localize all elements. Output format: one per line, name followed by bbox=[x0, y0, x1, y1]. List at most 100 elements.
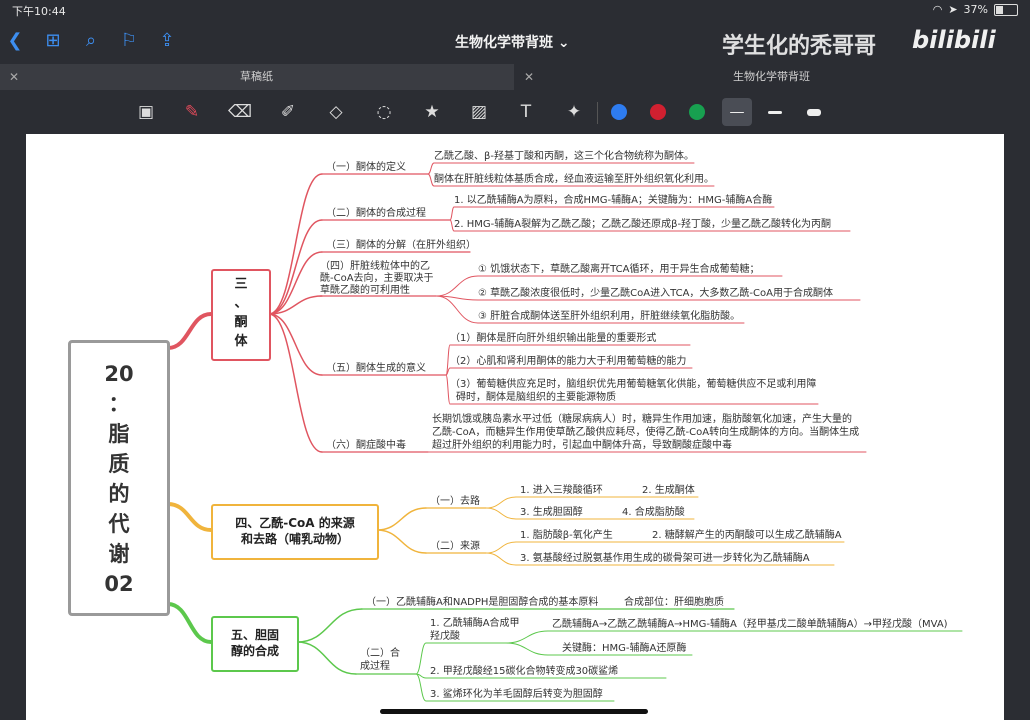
bilibili-logo: bilibili bbox=[912, 26, 996, 54]
status-bar: 下午10:44 ◠ ➤ 37% bbox=[0, 0, 1030, 20]
cholesterol-step2: 2. 甲羟戊酸经15碳化合物转变成30碳鲨烯 bbox=[430, 666, 619, 677]
laser-pointer-icon[interactable]: ✦ bbox=[566, 102, 582, 122]
section-title-line: 醇的合成 bbox=[230, 644, 279, 658]
stroke-thick[interactable] bbox=[799, 98, 829, 126]
pen-icon[interactable]: ✎ bbox=[184, 102, 200, 122]
section-title-line: 和去路（哺乳动物） bbox=[240, 532, 349, 546]
item-branch bbox=[485, 507, 517, 520]
text-icon[interactable]: T bbox=[520, 102, 532, 122]
root-branch bbox=[166, 312, 213, 350]
battery-icon bbox=[994, 3, 1018, 16]
document-title[interactable]: 生物化学带背班 ⌄ bbox=[455, 35, 570, 51]
acetyl-coa-fate-item: 1. 进入三羧酸循环 bbox=[520, 485, 603, 496]
close-tab-icon[interactable]: ✕ bbox=[524, 70, 535, 84]
section-acetyl-coa-node: 四、乙酰-CoA 的来源 和去路（哺乳动物） bbox=[211, 504, 379, 560]
acetyl-coa-fate-item: 2. 生成酮体 bbox=[642, 485, 695, 496]
eraser-icon[interactable]: ⌫ bbox=[228, 102, 253, 122]
item-branch bbox=[445, 344, 451, 376]
stroke-thin[interactable] bbox=[722, 98, 752, 126]
cholesterol-step1-detail: 乙酰辅酶A→乙酰乙酰辅酶A→HMG-辅酶A（羟甲基戊二酸单酰辅酶A）→甲羟戊酸（… bbox=[552, 619, 948, 630]
item-branch bbox=[485, 552, 517, 566]
item-branch bbox=[445, 374, 451, 405]
step-line: 1. 乙酰辅酶A合成甲 bbox=[430, 618, 520, 629]
root-char: 质 bbox=[108, 452, 130, 476]
item-branch bbox=[485, 496, 517, 509]
lasso-icon[interactable]: ◌ bbox=[376, 102, 392, 122]
tab-bar: ✕ 草稿纸 ✕ 生物化学带背班 bbox=[0, 64, 1030, 90]
ketone-significance-item: （3）葡萄糖供应充足时，脑组织优先用葡萄糖氧化供能，葡萄糖供应不足或利用障 碍时… bbox=[450, 378, 816, 404]
item-branch bbox=[427, 173, 435, 187]
root-char: 20 bbox=[104, 362, 134, 386]
cholesterol-process-label: （二）合 成过程 bbox=[360, 647, 400, 673]
color-red[interactable] bbox=[650, 104, 666, 120]
item-branch bbox=[505, 642, 549, 656]
liver-acetyl-coa-label: （四）肝脏线粒体中的乙 酰-CoA去向，主要取决于 草酰乙酸的可利用性 bbox=[320, 261, 434, 297]
sticker-icon[interactable]: ★ bbox=[424, 102, 440, 122]
acetyl-coa-source-item: 2. 糖酵解产生的丙酮酸可以生成乙酰辅酶A bbox=[652, 530, 842, 541]
text-line: 长期饥饿或胰岛素水平过低（糖尿病病人）时，糖异生作用加速，脂肪酸氧化加速，产生大… bbox=[432, 414, 852, 425]
color-blue[interactable] bbox=[611, 104, 627, 120]
item-branch bbox=[449, 206, 455, 221]
text-line: 乙酰-CoA，而糖异生作用使草酰乙酸供应耗尽，使得乙酰-CoA转向生成酮体的方向… bbox=[432, 427, 860, 438]
tab-active-bg bbox=[514, 64, 1030, 90]
section-cholesterol-node: 五、胆固 醇的合成 bbox=[211, 616, 299, 672]
item-line: 碍时，酮体是脑组织的主要能源物质 bbox=[456, 392, 616, 403]
root-char: 谢 bbox=[108, 542, 130, 566]
section-branch bbox=[268, 313, 323, 376]
back-icon[interactable]: ❮ bbox=[7, 30, 23, 51]
ketone-synthesis-item: 1. 以乙酰辅酶A为原料，合成HMG-辅酶A；关键酶为：HMG-辅酶A合酶 bbox=[454, 195, 773, 206]
stroke-medium[interactable] bbox=[760, 98, 790, 126]
section-branch bbox=[376, 507, 427, 531]
section-branch bbox=[268, 251, 323, 315]
location-icon: ➤ bbox=[948, 3, 958, 16]
shapes-icon[interactable]: ◇ bbox=[329, 102, 343, 122]
label-line: （二）合 bbox=[360, 648, 400, 659]
liver-acetyl-coa-item: ③ 肝脏合成酮体送至肝外组织利用，肝脏继续氧化脂肪酸。 bbox=[478, 311, 741, 322]
cholesterol-key-enzyme: 关键酶：HMG-辅酶A还原酶 bbox=[562, 643, 687, 654]
acetyl-coa-source-label: （二）来源 bbox=[430, 541, 480, 552]
search-icon[interactable]: ⌕ bbox=[85, 30, 97, 51]
root-char: 02 bbox=[104, 572, 134, 596]
ketone-breakdown-label: （三）酮体的分解（在肝外组织） bbox=[326, 240, 476, 251]
section-branch bbox=[376, 529, 427, 554]
image-icon[interactable]: ▨ bbox=[470, 102, 488, 122]
step-line: 羟戊酸 bbox=[430, 631, 460, 642]
item-branch bbox=[505, 630, 549, 644]
acetyl-coa-fate-item: 3. 生成胆固醇 bbox=[520, 507, 583, 518]
ketoacidosis-label: （六）酮症酸中毒 bbox=[326, 440, 406, 451]
ketone-synthesis-label: （二）酮体的合成过程 bbox=[326, 208, 426, 219]
watermark-text: 学生化的秃哥哥 bbox=[722, 34, 877, 59]
root-branch bbox=[166, 602, 213, 644]
label-line: 成过程 bbox=[360, 661, 390, 672]
ketoacidosis-text: 长期饥饿或胰岛素水平过低（糖尿病病人）时，糖异生作用加速，脂肪酸氧化加速，产生大… bbox=[432, 413, 859, 452]
section-title-char: 、 bbox=[234, 296, 248, 311]
cholesterol-site: 合成部位：肝细胞胞质 bbox=[624, 597, 724, 608]
text-line: 超过肝外组织的利用能力时，引起血中酮体升高，导致酮酸症酸中毒 bbox=[432, 440, 732, 451]
item-branch bbox=[485, 541, 517, 554]
section-title-line: 五、胆固 bbox=[230, 628, 279, 642]
tab-biochem[interactable]: 生物化学带背班 bbox=[733, 70, 810, 83]
section-title-char: 酮 bbox=[234, 315, 248, 330]
section-branch bbox=[268, 295, 323, 315]
section-title-line: 四、乙酰-CoA 的来源 bbox=[235, 516, 355, 530]
section-ketone-node: 三 、 酮 体 bbox=[211, 269, 271, 361]
section-branch bbox=[296, 608, 363, 643]
highlighter-icon[interactable]: ✐ bbox=[280, 102, 296, 122]
lasso-image-icon[interactable]: ▣ bbox=[137, 102, 155, 122]
color-green[interactable] bbox=[689, 104, 705, 120]
ketone-definition-label: （一）酮体的定义 bbox=[326, 162, 406, 173]
section-title-char: 三 bbox=[234, 277, 248, 292]
root-char: 脂 bbox=[108, 422, 130, 446]
grid-view-icon[interactable]: ⊞ bbox=[45, 30, 61, 51]
share-icon[interactable]: ⇪ bbox=[159, 30, 175, 51]
section-title-char: 体 bbox=[234, 334, 248, 349]
section-branch bbox=[296, 641, 357, 675]
tab-draft[interactable]: 草稿纸 bbox=[240, 70, 273, 83]
acetyl-coa-source-item: 1. 脂肪酸β-氧化产生 bbox=[520, 530, 613, 541]
close-tab-icon[interactable]: ✕ bbox=[9, 70, 20, 84]
home-indicator bbox=[380, 709, 648, 714]
cholesterol-material-label: （一）乙酰辅酶A和NADPH是胆固醇合成的基本原料 bbox=[366, 597, 599, 608]
bookmark-icon[interactable]: ⚐ bbox=[120, 30, 138, 51]
note-canvas[interactable]: 20 ： 脂 质 的 代 谢 02 三 、 酮 体 （一）酮体的定义 乙酰乙酸、… bbox=[26, 134, 1004, 720]
acetyl-coa-fate-item: 4. 合成脂肪酸 bbox=[622, 507, 685, 518]
